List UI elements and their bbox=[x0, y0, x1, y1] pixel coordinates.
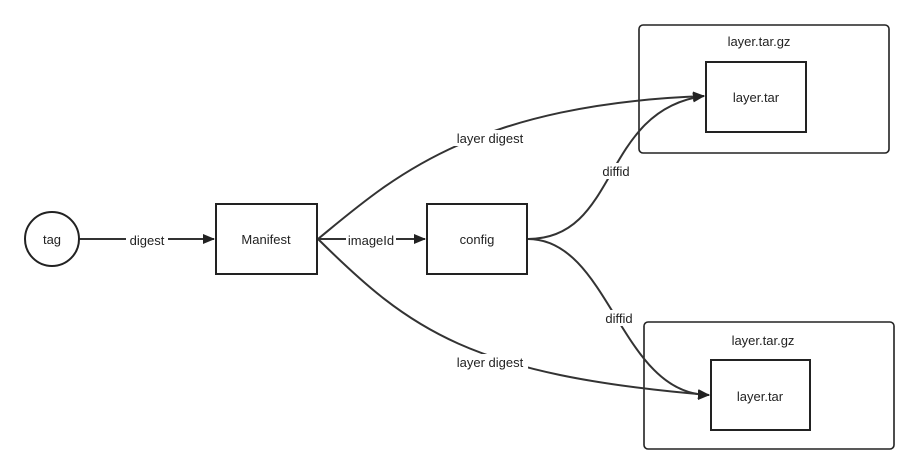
archive-top-label: layer.tar.gz bbox=[728, 34, 791, 49]
edge-manifest-to-layer-top bbox=[317, 91, 705, 240]
node-layer-tar-top-label: layer.tar bbox=[733, 90, 780, 105]
edge-label-digest: digest bbox=[130, 233, 165, 248]
node-layer-tar-top: layer.tar bbox=[705, 61, 807, 133]
node-config-label: config bbox=[460, 232, 495, 247]
node-layer-tar-bottom: layer.tar bbox=[710, 359, 811, 431]
node-config: config bbox=[426, 203, 528, 275]
node-manifest-label: Manifest bbox=[241, 232, 291, 247]
edge-manifest-to-layer-bottom bbox=[317, 238, 710, 400]
edge-label-imageid: imageId bbox=[348, 233, 394, 248]
edge-label-diffid-top: diffid bbox=[602, 164, 629, 179]
archive-bottom-label: layer.tar.gz bbox=[732, 333, 795, 348]
node-manifest: Manifest bbox=[215, 203, 318, 275]
edge-label-layer-digest-bottom: layer digest bbox=[457, 355, 524, 370]
node-tag: tag bbox=[24, 211, 80, 267]
edge-labels: digest imageId layer digest layer digest… bbox=[126, 130, 637, 370]
edge-label-diffid-bottom: diffid bbox=[605, 311, 632, 326]
edge-label-layer-digest-top: layer digest bbox=[457, 131, 524, 146]
node-tag-label: tag bbox=[43, 232, 61, 247]
node-layer-tar-bottom-label: layer.tar bbox=[737, 389, 784, 404]
